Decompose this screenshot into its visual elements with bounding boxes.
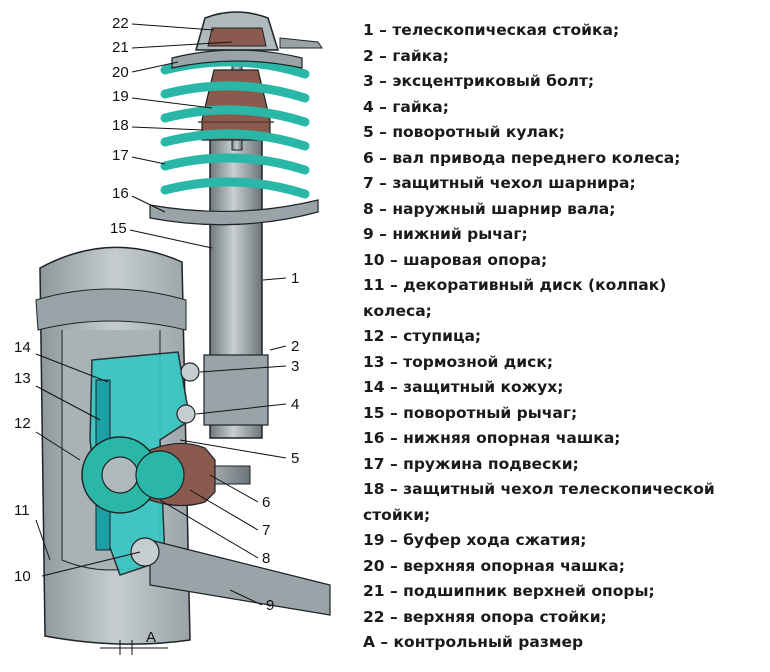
suspension-diagram: A 1 2 3 4 5 6 7 8 9 10 11 (14, 11, 331, 655)
callout-16: 16 (112, 185, 129, 202)
callout-20: 20 (112, 64, 129, 81)
legend-line: стойки; (363, 505, 431, 524)
legend-line: 12 – ступица; (363, 327, 482, 345)
callout-12: 12 (14, 415, 31, 432)
steering-knuckle (81, 351, 191, 576)
legend-line: 8 – наружный шарнир вала; (363, 199, 616, 218)
callout-11: 11 (14, 502, 30, 519)
leader-lines (35, 23, 287, 606)
spring-seats (149, 49, 319, 226)
legend-line: 1 – телескопическая стойка; (363, 21, 620, 39)
legend-line: 15 – поворотный рычаг; (363, 403, 578, 422)
legend-line: 5 – поворотный кулак; (363, 123, 566, 141)
callout-numbers: 1 2 3 4 5 6 7 8 9 10 11 12 13 14 15 16 1… (14, 15, 299, 614)
callout-17: 17 (112, 147, 129, 164)
legend-line: 22 – верхняя опора стойки; (363, 607, 607, 626)
legend-line: 14 – защитный кожух; (363, 378, 564, 396)
legend-line: 20 – верхняя опорная чашка; (363, 556, 625, 575)
legend-line: 10 – шаровая опора; (363, 250, 548, 269)
callout-19: 19 (112, 88, 129, 105)
legend-line: колеса; (363, 301, 432, 320)
callout-6: 6 (262, 494, 270, 511)
callout-15: 15 (110, 220, 127, 237)
coil-spring (160, 57, 310, 199)
legend-line: 3 – эксцентриковый болт; (363, 72, 595, 90)
callout-7: 7 (262, 522, 270, 539)
legend-line: 19 – буфер хода сжатия; (363, 531, 587, 549)
dimension-a: A (100, 629, 168, 655)
legend-line: 9 – нижний рычаг; (363, 225, 528, 243)
callout-18: 18 (112, 117, 129, 134)
callout-5: 5 (291, 450, 299, 467)
callout-9: 9 (266, 597, 274, 614)
upper-mount (195, 11, 323, 51)
legend-line: 4 – гайка; (363, 97, 449, 116)
callout-8: 8 (262, 550, 270, 567)
callout-4: 4 (291, 396, 299, 413)
legend-line: 6 – вал привода переднего колеса; (363, 148, 681, 167)
legend-line: 16 – нижняя опорная чашка; (363, 429, 621, 447)
legend-line: А – контрольный размер (363, 633, 584, 651)
callout-3: 3 (291, 358, 299, 375)
parts-legend: 1 – телескопическая стойка; 2 – гайка; 3… (363, 18, 763, 656)
callout-13: 13 (14, 370, 31, 387)
strut-boot (198, 69, 274, 141)
drive-shaft (135, 442, 251, 507)
legend-line: 21 – подшипник верхней опоры; (363, 582, 655, 600)
lower-arm (130, 537, 331, 616)
legend-line: 13 – тормозной диск; (363, 352, 554, 371)
legend-line: 11 – декоративный диск (колпак) (363, 276, 667, 294)
legend-line: 17 – пружина подвески; (363, 454, 579, 473)
callout-1: 1 (291, 270, 299, 287)
telescopic-strut (176, 39, 269, 439)
callout-22: 22 (112, 15, 129, 32)
callout-14: 14 (14, 339, 31, 356)
callout-2: 2 (291, 338, 299, 355)
dimension-a-label: A (146, 629, 156, 646)
callout-10: 10 (14, 568, 31, 585)
callout-21: 21 (112, 39, 129, 56)
legend-line: 18 – защитный чехол телескопической (363, 480, 715, 498)
legend-line: 7 – защитный чехол шарнира; (363, 174, 636, 192)
legend-line: 2 – гайка; (363, 46, 449, 65)
